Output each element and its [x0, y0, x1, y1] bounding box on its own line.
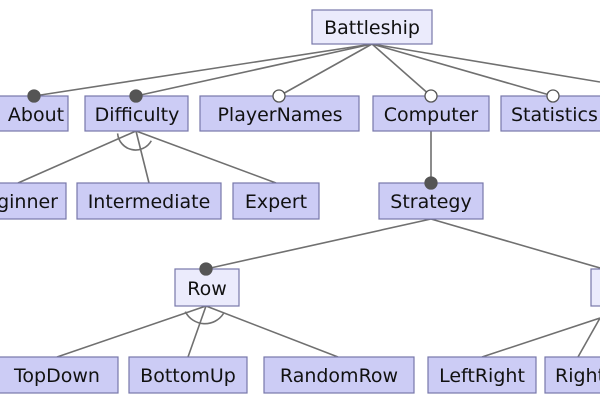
group-arc-difficulty: [116, 133, 152, 151]
label-expert: Expert: [245, 191, 307, 213]
node-boxes: [0, 9, 600, 394]
node-bottomup[interactable]: [128, 356, 248, 394]
edge-row-bottomup: [187, 305, 207, 358]
edge-offscreen-rightleft: [577, 317, 600, 358]
edge-root-difficulty: [135, 43, 373, 97]
edge-offscreen-leftright: [481, 317, 600, 358]
label-computer: Computer: [384, 104, 479, 126]
edge-row-randomrow: [205, 305, 339, 358]
label-difficulty: Difficulty: [95, 104, 180, 126]
node-labels: Battleship About Difficulty PlayerNames …: [0, 17, 600, 387]
edge-root-about: [33, 43, 373, 97]
node-beginner[interactable]: [0, 182, 67, 220]
label-randomrow: RandomRow: [280, 365, 398, 387]
node-intermediate[interactable]: [76, 182, 222, 220]
node-topdown[interactable]: [0, 356, 119, 394]
node-battleship[interactable]: [311, 9, 433, 45]
mandatory-marker-strategy: [424, 176, 438, 190]
mandatory-marker-row: [199, 262, 213, 276]
node-randomrow[interactable]: [263, 356, 415, 394]
label-leftright: LeftRight: [439, 365, 525, 387]
label-topdown: TopDown: [13, 365, 100, 387]
edge-root-statistics: [371, 43, 554, 97]
label-strategy: Strategy: [390, 191, 471, 213]
edge-root-playernames: [278, 43, 373, 97]
edge-root-offscreen: [371, 43, 600, 83]
edge-difficulty-beginner: [17, 130, 137, 184]
edges: [17, 43, 600, 358]
label-statistics: Statistics: [511, 104, 598, 126]
label-about: About: [8, 104, 64, 126]
label-intermediate: Intermediate: [88, 191, 211, 213]
node-leftright[interactable]: [427, 356, 537, 394]
edge-difficulty-expert: [135, 130, 277, 184]
label-beginner: Beginner: [0, 191, 58, 213]
label-rightleft: RightLeft: [555, 365, 600, 387]
markers: [27, 89, 560, 276]
edge-row-topdown: [56, 305, 207, 358]
group-arc-row: [184, 311, 225, 325]
optional-marker-computer: [424, 89, 438, 103]
edge-strategy-offscreen: [430, 218, 600, 269]
node-rightleft[interactable]: [544, 356, 600, 394]
edge-strategy-row: [205, 218, 432, 270]
label-bottomup: BottomUp: [140, 365, 236, 387]
edge-root-computer: [371, 43, 432, 97]
mandatory-marker-about: [27, 89, 41, 103]
node-expert[interactable]: [232, 182, 320, 220]
node-offscreen-right[interactable]: [590, 268, 600, 307]
edge-difficulty-intermediate: [135, 130, 150, 184]
optional-marker-statistics: [546, 89, 560, 103]
label-battleship: Battleship: [324, 17, 420, 39]
mandatory-marker-difficulty: [129, 89, 143, 103]
label-row: Row: [187, 278, 227, 300]
optional-marker-playernames: [272, 89, 286, 103]
label-playernames: PlayerNames: [217, 104, 342, 126]
